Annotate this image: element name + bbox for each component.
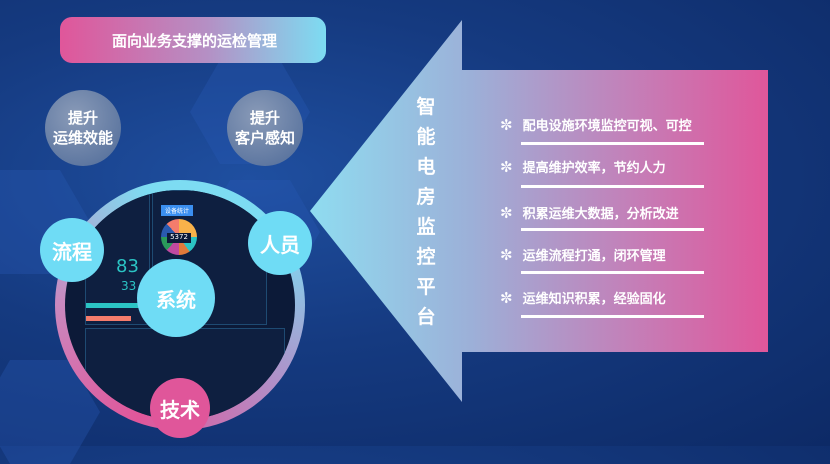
benefit-text: 运维知识积累，经验固化 (522, 292, 666, 307)
node-people: 人员 (248, 211, 312, 275)
divider (521, 228, 704, 231)
node-technology: 技术 (150, 378, 210, 438)
asterisk-icon: ✼ (500, 203, 513, 222)
header-title: 面向业务支撑的运检管理 (60, 17, 326, 63)
asterisk-icon: ✼ (500, 288, 513, 307)
node-system: 系统 (137, 259, 215, 337)
dash-button[interactable]: 设备统计 (161, 205, 194, 216)
platform-title: 智能电房监控平台 (416, 96, 436, 328)
dash-num2: 33 (121, 279, 137, 293)
benefit-text: 提高维护效率，节约人力 (522, 161, 666, 176)
dash-num1: 83 (116, 256, 139, 277)
benefit-text: 积累运维大数据，分析改进 (522, 207, 679, 222)
divider (521, 315, 704, 318)
benefit-item: ✼ 运维知识积累，经验固化 (500, 288, 666, 308)
divider (521, 142, 704, 145)
dash-panel-left: 83 33 (85, 190, 150, 325)
divider (521, 271, 704, 274)
benefit-text: 配电设施环境监控可视、可控 (522, 119, 692, 134)
benefit-item: ✼ 运维流程打通，闭环管理 (500, 245, 666, 265)
goal-customer: 提升 客户感知 (227, 90, 303, 166)
benefit-item: ✼ 积累运维大数据，分析改进 (500, 203, 679, 223)
benefit-item: ✼ 提高维护效率，节约人力 (500, 157, 666, 177)
asterisk-icon: ✼ (500, 115, 513, 134)
benefit-text: 运维流程打通，闭环管理 (522, 249, 666, 264)
asterisk-icon: ✼ (500, 157, 513, 176)
goal-efficiency: 提升 运维效能 (45, 90, 121, 166)
asterisk-icon: ✼ (500, 245, 513, 264)
divider (521, 185, 704, 188)
node-process: 流程 (40, 218, 104, 282)
benefit-item: ✼ 配电设施环境监控可视、可控 (500, 115, 692, 135)
dash-total: 5372 (167, 233, 191, 243)
